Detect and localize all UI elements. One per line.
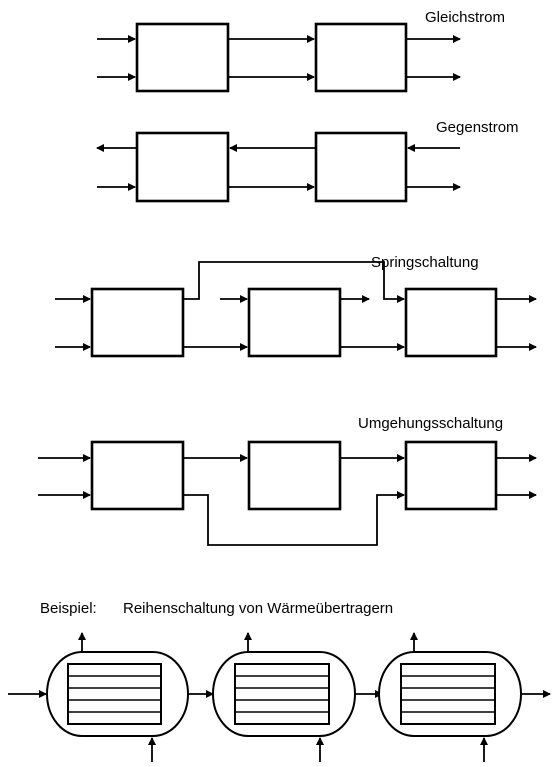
springschaltung-box-1 xyxy=(90,287,185,358)
springschaltung-title: Springschaltung xyxy=(371,254,479,271)
gegenstrom-box-1 xyxy=(135,131,230,203)
springschaltung-section: Springschaltung xyxy=(55,254,537,358)
umgehungsschaltung-section: Umgehungsschaltung xyxy=(38,415,537,546)
umgehungsschaltung-title: Umgehungsschaltung xyxy=(358,415,503,432)
heat-exchanger-3 xyxy=(378,632,522,762)
umgehungsschaltung-box-2 xyxy=(247,440,342,511)
gleichstrom-box-1 xyxy=(135,22,230,93)
heat-exchanger-2 xyxy=(212,632,356,762)
springschaltung-box-3 xyxy=(404,287,498,358)
springschaltung-bypass-arrow xyxy=(183,261,405,303)
gegenstrom-section: Gegenstrom xyxy=(96,119,519,203)
umgehungsschaltung-box-3 xyxy=(404,440,498,511)
gleichstrom-title: Gleichstrom xyxy=(425,9,505,26)
gleichstrom-section: Gleichstrom xyxy=(97,9,505,93)
umgehungsschaltung-box-1 xyxy=(90,440,185,511)
umgehungsschaltung-bypass-arrow xyxy=(183,491,405,546)
gleichstrom-box-2 xyxy=(314,22,408,93)
gegenstrom-title: Gegenstrom xyxy=(436,119,519,136)
example-section: Beispiel: Reihenschaltung von Wärmeübert… xyxy=(8,600,551,762)
example-title: Reihenschaltung von Wärmeübertragern xyxy=(123,600,393,617)
heat-exchanger-1 xyxy=(46,632,189,762)
gegenstrom-box-2 xyxy=(314,131,408,203)
springschaltung-box-2 xyxy=(247,287,342,358)
example-prefix-label: Beispiel: xyxy=(40,600,97,617)
